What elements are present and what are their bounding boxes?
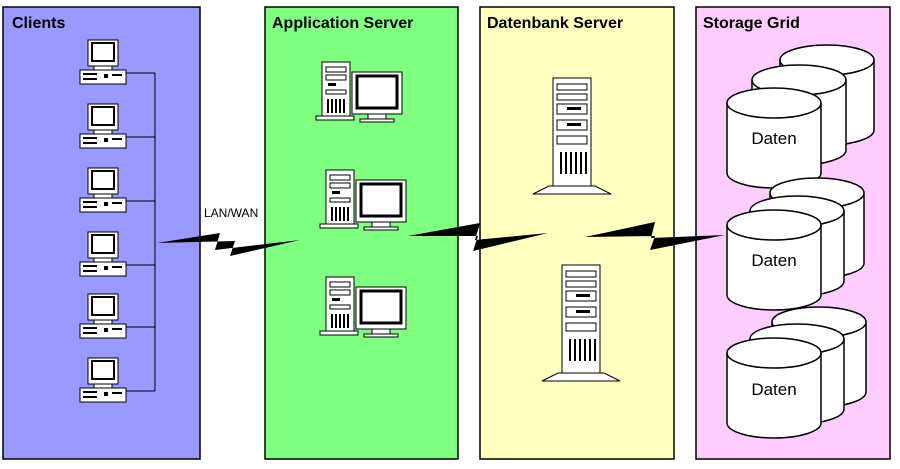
zone-title-clients: Clients: [12, 15, 65, 32]
lightning-link-icon: [408, 223, 548, 251]
disk-label: Daten: [751, 380, 796, 399]
disk-label: Daten: [751, 129, 796, 148]
storage-disk-stack: Daten: [726, 306, 867, 439]
lightning-link-icon: [585, 222, 725, 250]
lightning-link-icon: [157, 233, 300, 256]
zone-title-application-server: Application Server: [272, 15, 413, 32]
zone-title-storage-grid: Storage Grid: [703, 15, 800, 32]
client-bus: [125, 72, 156, 392]
disk-label: Daten: [751, 251, 796, 270]
link-label-lan-wan: LAN/WAN: [204, 206, 258, 220]
zone-title-database-server: Datenbank Server: [487, 15, 623, 32]
storage-disk-stack: Daten: [726, 177, 865, 311]
storage-disk-stack: Daten: [726, 44, 875, 189]
